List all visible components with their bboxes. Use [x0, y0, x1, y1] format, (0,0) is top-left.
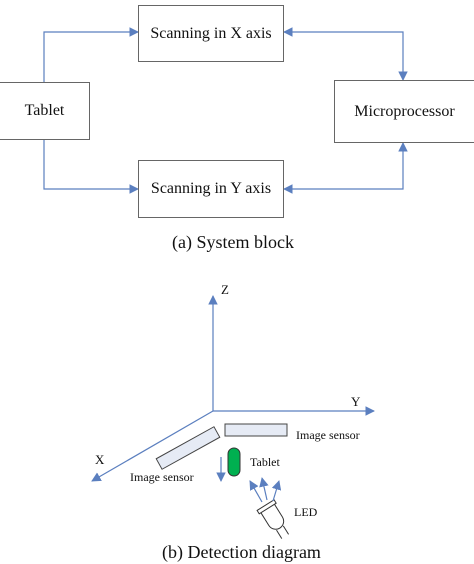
scan-x-label: Scanning in X axis — [150, 24, 272, 42]
axis-x-label: X — [95, 452, 105, 467]
tablet-to-scan-x-arrow — [43, 27, 139, 82]
image-sensor-left-label: Image sensor — [130, 470, 194, 484]
microprocessor-label: Microprocessor — [354, 102, 455, 120]
image-sensor-right-shape — [224, 423, 288, 437]
scan-y-label: Scanning in Y axis — [150, 180, 272, 197]
led-symbol — [256, 499, 290, 539]
scan-x-box: Scanning in X axis — [138, 5, 284, 62]
system-block-connectors — [43, 27, 408, 194]
image-sensor-left-shape — [155, 426, 221, 470]
scan-y-box: Scanning in Y axis — [138, 160, 284, 218]
tablet-label: Tablet — [250, 455, 280, 469]
x-axis — [91, 410, 214, 482]
tablet-box-label: Tablet — [24, 102, 65, 119]
caption-system-block: (a) System block — [172, 232, 294, 252]
tablet-box: Tablet — [0, 82, 90, 140]
micro-scan-y-link — [283, 142, 408, 194]
led-label: LED — [294, 505, 318, 519]
image-sensor-right-label: Image sensor — [296, 428, 360, 442]
axis-z-label: Z — [221, 282, 229, 297]
tablet-to-scan-y-arrow — [43, 140, 139, 194]
axis-y-label: Y — [351, 394, 361, 409]
micro-scan-x-link — [283, 27, 408, 81]
tablet-shape — [227, 447, 241, 477]
axes — [91, 295, 375, 482]
microprocessor-box: Microprocessor — [334, 80, 474, 143]
caption-detection-diagram: (b) Detection diagram — [162, 542, 321, 562]
led-rays — [249, 477, 282, 503]
